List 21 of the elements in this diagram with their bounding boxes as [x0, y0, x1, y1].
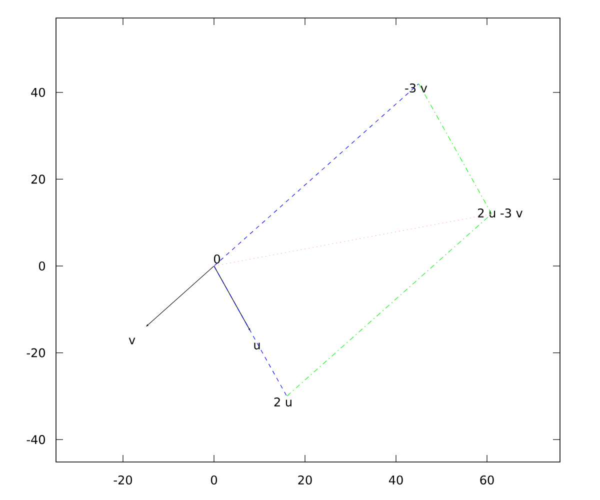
point-label: 0: [214, 254, 220, 264]
axis-tick-label: 40: [388, 475, 403, 485]
axis-tick-label: 60: [480, 475, 494, 485]
point-label: 2 u -3 v: [478, 208, 522, 218]
axis-tick-label: 20: [298, 475, 312, 485]
axis-tick-label: -40: [26, 435, 45, 444]
point-label: -3 v: [405, 83, 428, 93]
axis-tick-label: 40: [31, 88, 45, 97]
connector-line: [214, 84, 419, 266]
axis-tick-label: 0: [210, 475, 218, 485]
point-label: 2 u: [274, 397, 292, 407]
axis-tick-label: 0: [38, 261, 45, 271]
point-label: v: [128, 338, 136, 344]
axis-tick-label: 20: [31, 174, 45, 184]
connector-line: [214, 214, 492, 266]
axis-tick-label: -20: [114, 475, 132, 485]
connector-line: [286, 214, 492, 396]
connector-line: [418, 84, 492, 214]
connector-line: [214, 266, 287, 396]
point-label: u: [254, 342, 260, 350]
axis-tick-label: -20: [26, 348, 45, 358]
